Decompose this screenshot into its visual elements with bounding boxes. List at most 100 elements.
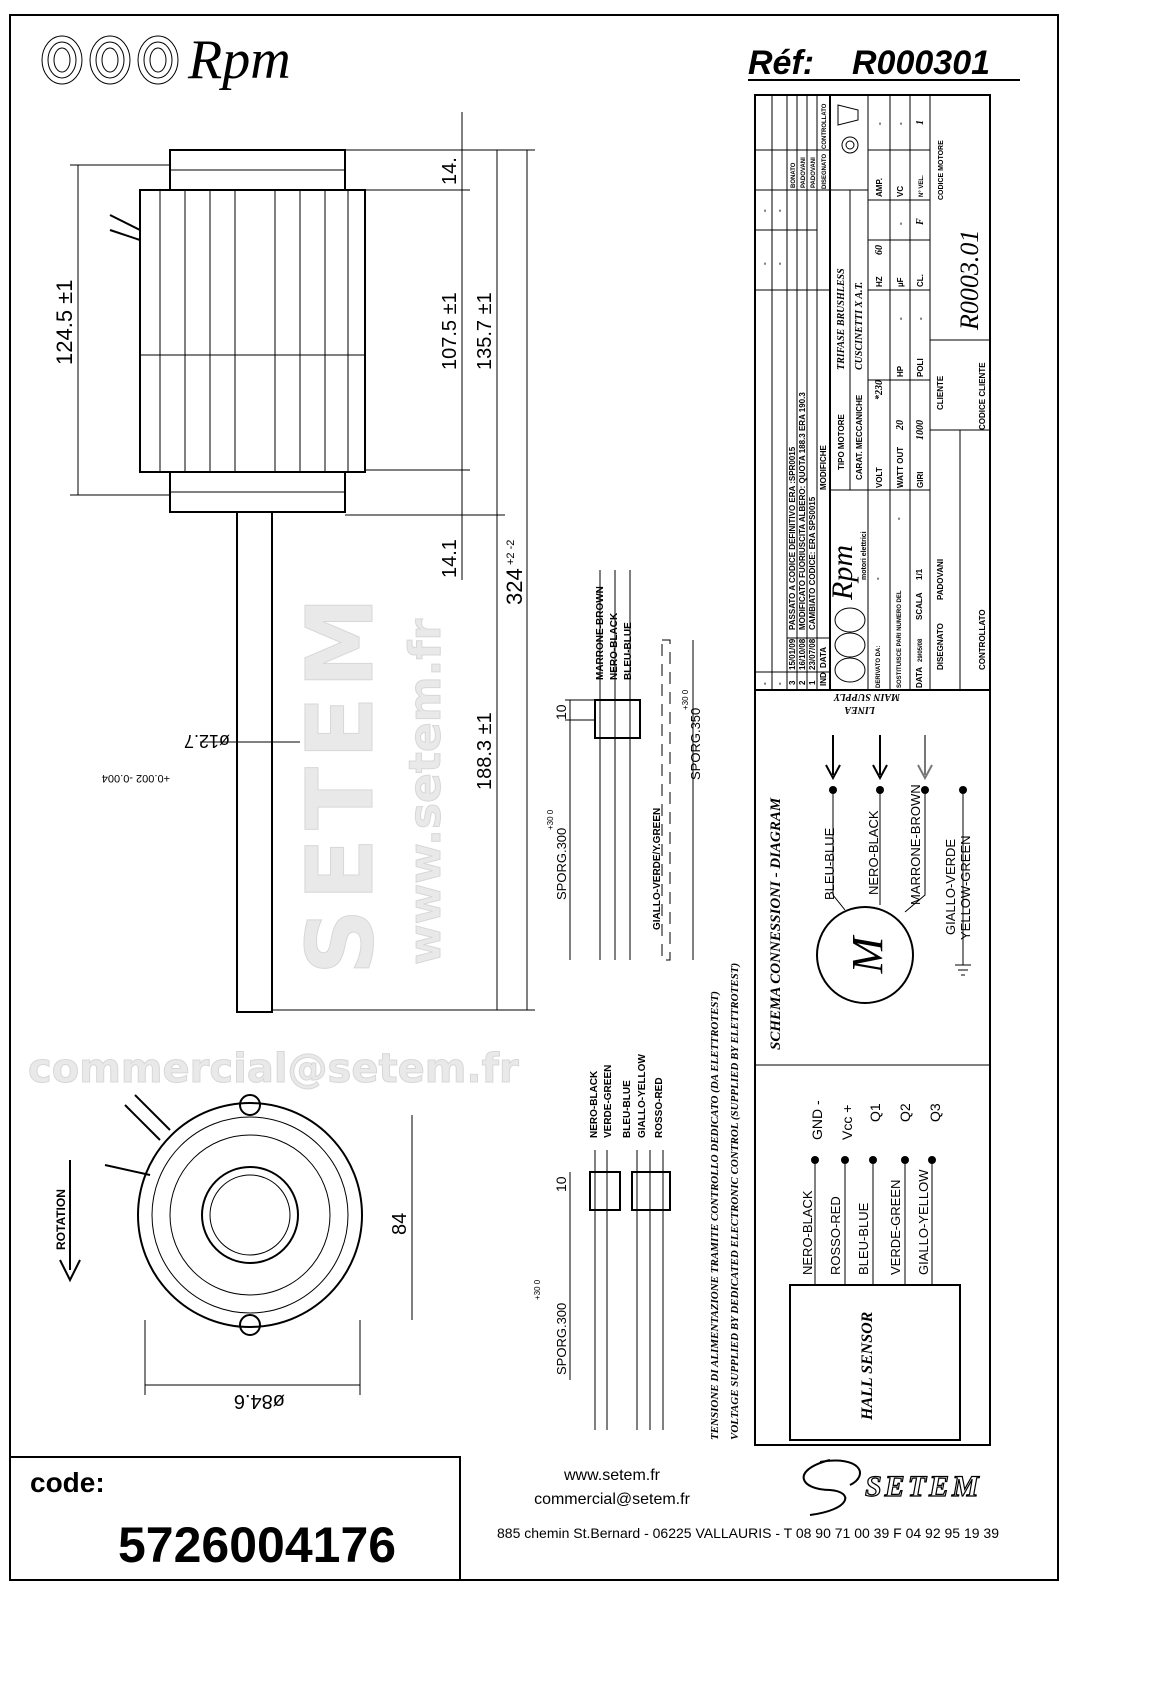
scala-value: 1/1 [915,568,924,580]
wire-label: GIALLO-YELLOW [637,1054,648,1138]
setem-swirl-icon [802,1459,861,1516]
vel-label: N° VEL. [919,175,925,197]
cl-label: CL. [916,274,925,287]
hall-signal: Q2 [897,1103,913,1122]
mount-hole [239,1314,261,1336]
arrow-down-icon [825,735,841,781]
watermark-web: www.setem.fr [400,619,451,965]
data-label: DATA [915,667,924,688]
controllato-label: CONTROLLATO [978,609,987,670]
cell: - [760,209,769,212]
codice-motore-value: R0003.01 [955,230,984,331]
dim-bottom-flange: 14.1 [439,539,461,578]
schema-ground-it: GIALLO-VERDE [943,839,958,935]
motor-end-view [104,1094,413,1395]
power-connector [594,699,641,739]
body-ribs [140,190,365,472]
supply-arrows [825,735,971,976]
watermark-brand: SETEM [287,589,394,975]
end-cables [104,1094,171,1176]
sporg-300-label: SPORG.300 [554,1303,569,1375]
wire-label: NERO-BLACK [589,1070,600,1138]
head-mod: MODIFICHE [819,444,828,490]
dim-top-flange: 14. [439,157,461,185]
rotation-indicator: ROTATION [54,1160,81,1283]
wire-label: ROSSO-RED [654,1077,665,1138]
hall-wire-label: VERDE-GREEN [888,1180,903,1275]
derivato-label: DERIVATO DA: [876,646,882,688]
schema-wire-label: MARRONE-BROWN [908,784,923,905]
hall-signal: GND - [809,1100,825,1140]
footer-address: 885 chemin St.Bernard - 06225 VALLAURIS … [497,1525,999,1541]
watermark: www.setem.fr SETEM commercial@setem.fr [28,588,520,1092]
rev-text: PASSATO A CODICE DEFINITIVO ERA :SPR0015 [788,446,797,630]
hp-value: - [896,317,905,320]
hall-signal: Vcc + [839,1105,855,1140]
connection-schema: SCHEMA CONNESSIONI - DIAGRAM LINEA MAIN … [768,691,973,1050]
dimensions [70,112,535,1011]
uf-label: µF [896,277,905,287]
volt-value: *230 [874,380,885,400]
setem-logo: SETEM [802,1459,979,1516]
ref-value: R000301 [852,44,990,82]
amp-label: AMP. [875,178,884,197]
tipo-label: TIPO MOTORE [837,413,846,470]
dim-body-total: 135.7 ±1 [474,292,496,370]
dim-body-core: 107.5 ±1 [439,292,461,370]
hall-wire-label: NERO-BLACK [800,1190,815,1275]
rev-ind: 1 [808,680,817,685]
shaft [236,511,273,1013]
tipo-value: TRIFASE BRUSHLESS [836,268,847,370]
footer-web[interactable]: www.setem.fr [563,1467,661,1484]
code-value: 5726004176 [118,1517,396,1573]
logo-text: Rpm [826,545,859,601]
dim-body-length: 124.5 ±1 [52,280,77,365]
sporg-tol: +30 0 [546,809,555,830]
wire-label: NERO-BLACK [609,612,620,680]
cell: - [775,682,784,685]
rev-date: 15/01/09 [788,638,797,670]
projection-symbol-icon [837,104,859,154]
sporg-350-label: SPORG.350 [688,708,703,780]
amp-value: - [875,122,884,125]
footer-email[interactable]: commercial@setem.fr [534,1491,690,1508]
schema-wire-label: NERO-BLACK [866,810,881,895]
sporg-300-label: SPORG.300 [554,828,569,900]
schema-title: SCHEMA CONNESSIONI - DIAGRAM [768,797,784,1050]
motor-body [139,189,366,473]
mount-hole [239,1094,261,1116]
poli-value: - [916,317,925,320]
uf-value: - [896,222,905,225]
codice-cliente-label: CODICE CLIENTE [978,362,987,430]
connector-pitch: 10 [553,1176,569,1192]
hall-wire-label: BLEU-BLUE [856,1202,871,1275]
title-block-fields: Rpm motori elettrici TIPO MOTORE TRIFASE… [826,104,987,688]
cl-value: F [915,218,926,226]
code-label: code: [30,1467,105,1498]
reference: Réf: R000301 [748,44,1020,82]
data-value: 29/05/08 [918,638,924,662]
revision-table: - - - - - - 3 15/01/09 PASSATO A CODICE … [760,103,828,686]
hall-connector [589,1171,621,1211]
arrow-down-icon [872,735,888,781]
logo-text: Rpm [187,29,291,91]
wire-label: BLEU-BLUE [623,622,634,680]
rotation-label: ROTATION [54,1189,68,1250]
power-wire-harness: MARRONE-BROWN NERO-BLACK BLEU-BLUE GIALL… [546,570,703,961]
vel-value: 1 [915,120,926,125]
dim-overall: 324 [502,568,527,605]
cell: - [760,682,769,685]
hall-sensor-schema: HALL SENSOR NERO-BLACK ROSSO-RED BLEU-BL… [789,1100,961,1441]
derivato-value: - [873,577,882,580]
hall-sensor-box [789,1284,961,1441]
dim-end-height: 84 [389,1213,411,1235]
cell: - [775,262,784,265]
head-drawn: DISEGNATO [822,154,828,189]
hall-connector [631,1171,671,1211]
watt-value: 20 [895,420,906,431]
dim-overall-tol: +2 -2 [505,540,517,565]
rev-text: MODIFICATO FUORIUSCITA ALBERO: QUOTA 188… [798,392,807,630]
vc-label: VC [896,186,905,197]
sporg-tol: +30 0 [681,689,690,710]
